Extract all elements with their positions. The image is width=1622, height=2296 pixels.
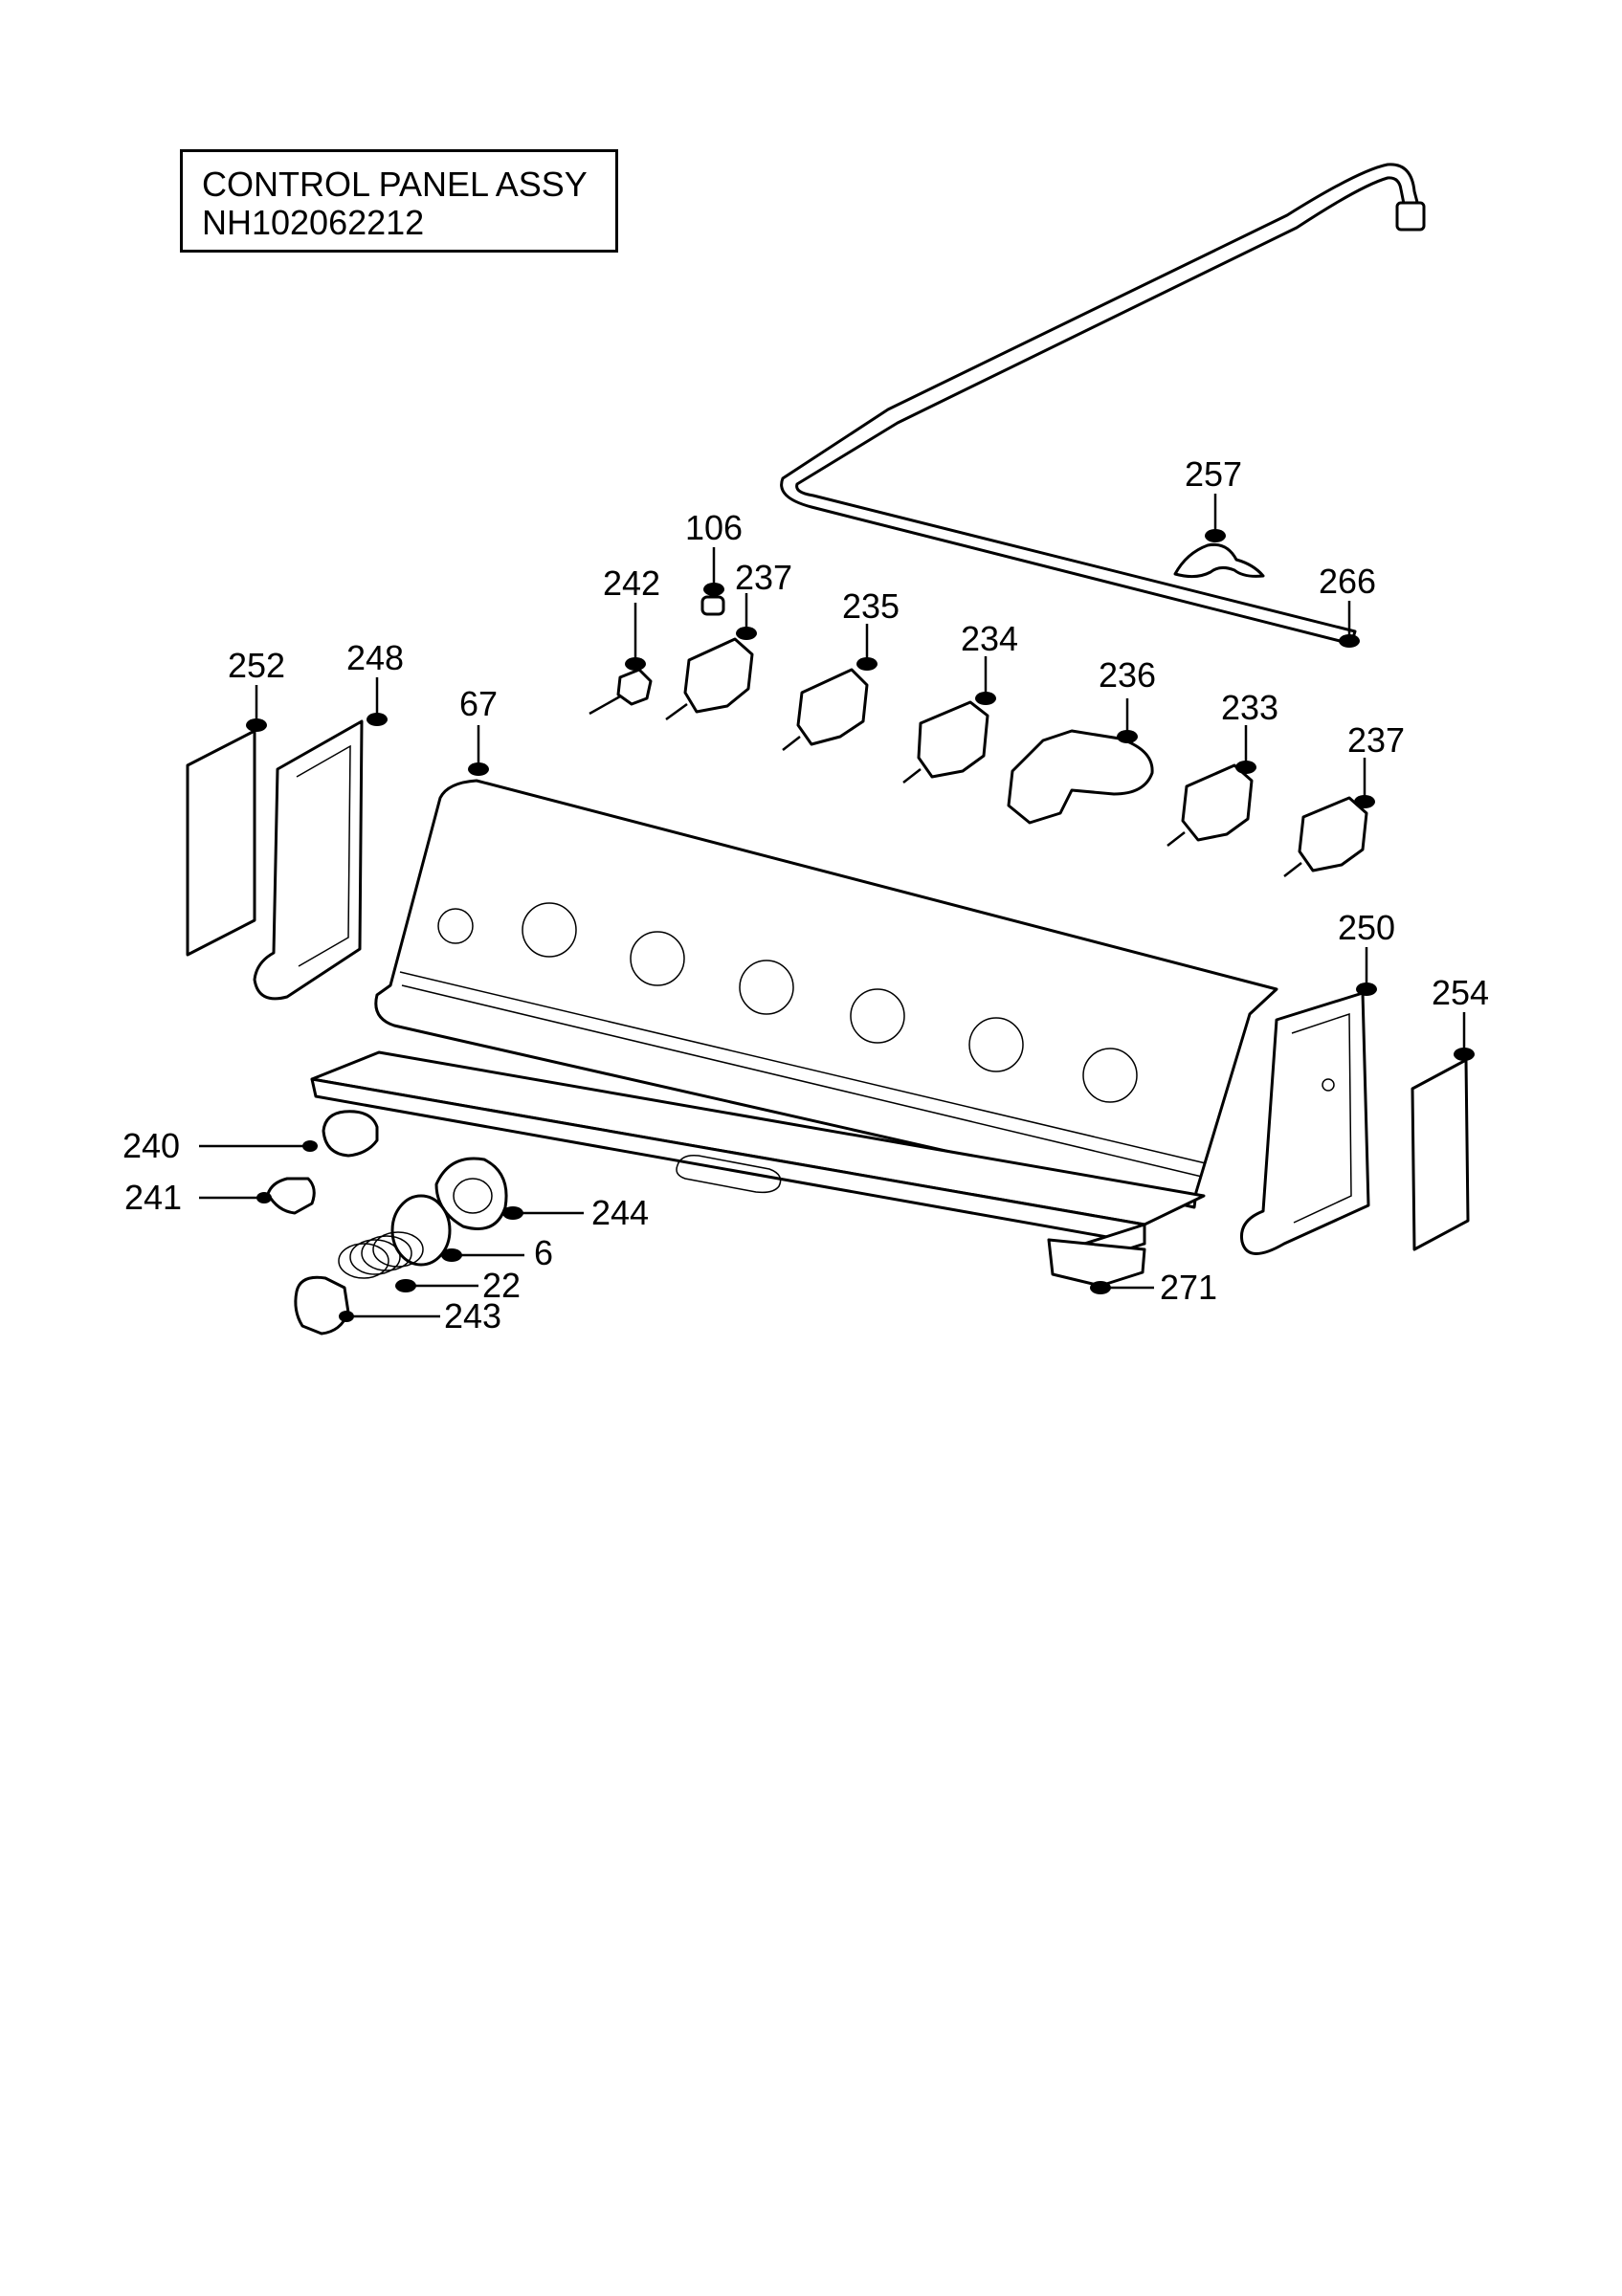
side-bracket-left-part [253,719,364,1001]
control-panel-part [374,779,1278,1209]
gas-pipe-part [780,163,1426,646]
callout-252: 252 [228,646,285,685]
callout-22: 22 [482,1266,521,1305]
side-panel-left-part [186,729,256,957]
callout-106: 106 [685,508,743,547]
clip-part [1173,542,1265,579]
leader-lines [199,494,1475,1322]
callout-248: 248 [346,638,404,677]
callout-257: 257 [1185,454,1242,494]
title-box: CONTROL PANEL ASSY NH102062212 [180,149,618,253]
tap-valve-parts [589,637,1368,877]
callout-labels: 257 106 242 237 235 266 234 252 248 236 … [122,454,1489,1336]
callout-233: 233 [1221,688,1278,727]
callout-244: 244 [591,1193,649,1232]
callout-67: 67 [459,684,498,723]
callout-234: 234 [961,619,1018,658]
knob-parts [266,1110,508,1336]
callout-6: 6 [534,1233,553,1272]
callout-250: 250 [1338,908,1395,947]
title-line2: NH102062212 [202,203,425,242]
callout-243: 243 [444,1296,501,1336]
title-line1: CONTROL PANEL ASSY [202,165,588,204]
callout-240: 240 [122,1126,180,1165]
callout-242: 242 [603,563,660,603]
callout-266: 266 [1319,562,1376,601]
callout-235: 235 [842,586,900,626]
callout-271: 271 [1160,1268,1217,1307]
callout-237b: 237 [1347,720,1405,760]
callout-236: 236 [1099,655,1156,695]
trim-strip-part [310,1050,1206,1288]
callout-254: 254 [1432,973,1489,1012]
side-panel-right-part [1411,1058,1470,1251]
side-bracket-right-part [1239,991,1370,1255]
spacer-part [700,595,725,616]
callout-241: 241 [124,1178,182,1217]
callout-237a: 237 [735,558,792,597]
